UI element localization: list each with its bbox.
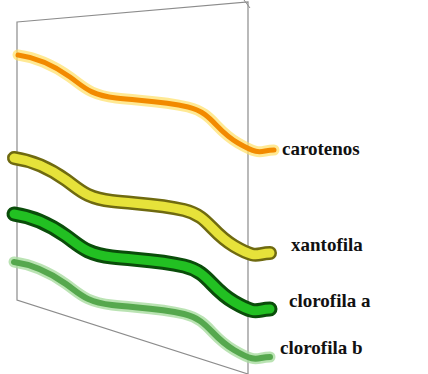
pigment-label: clorofila a [289, 290, 370, 312]
pigment-label: clorofila b [280, 337, 363, 359]
pigment-label: carotenos [282, 138, 360, 160]
pigment-label: xantofila [291, 234, 363, 256]
paper-corner [244, 0, 250, 8]
xanthophyll-band [14, 158, 270, 255]
carotene-band [18, 55, 274, 152]
chlorophyll-b-band [14, 262, 270, 359]
paper-sheet [17, 2, 248, 374]
chlorophyll-a-band [14, 214, 270, 311]
